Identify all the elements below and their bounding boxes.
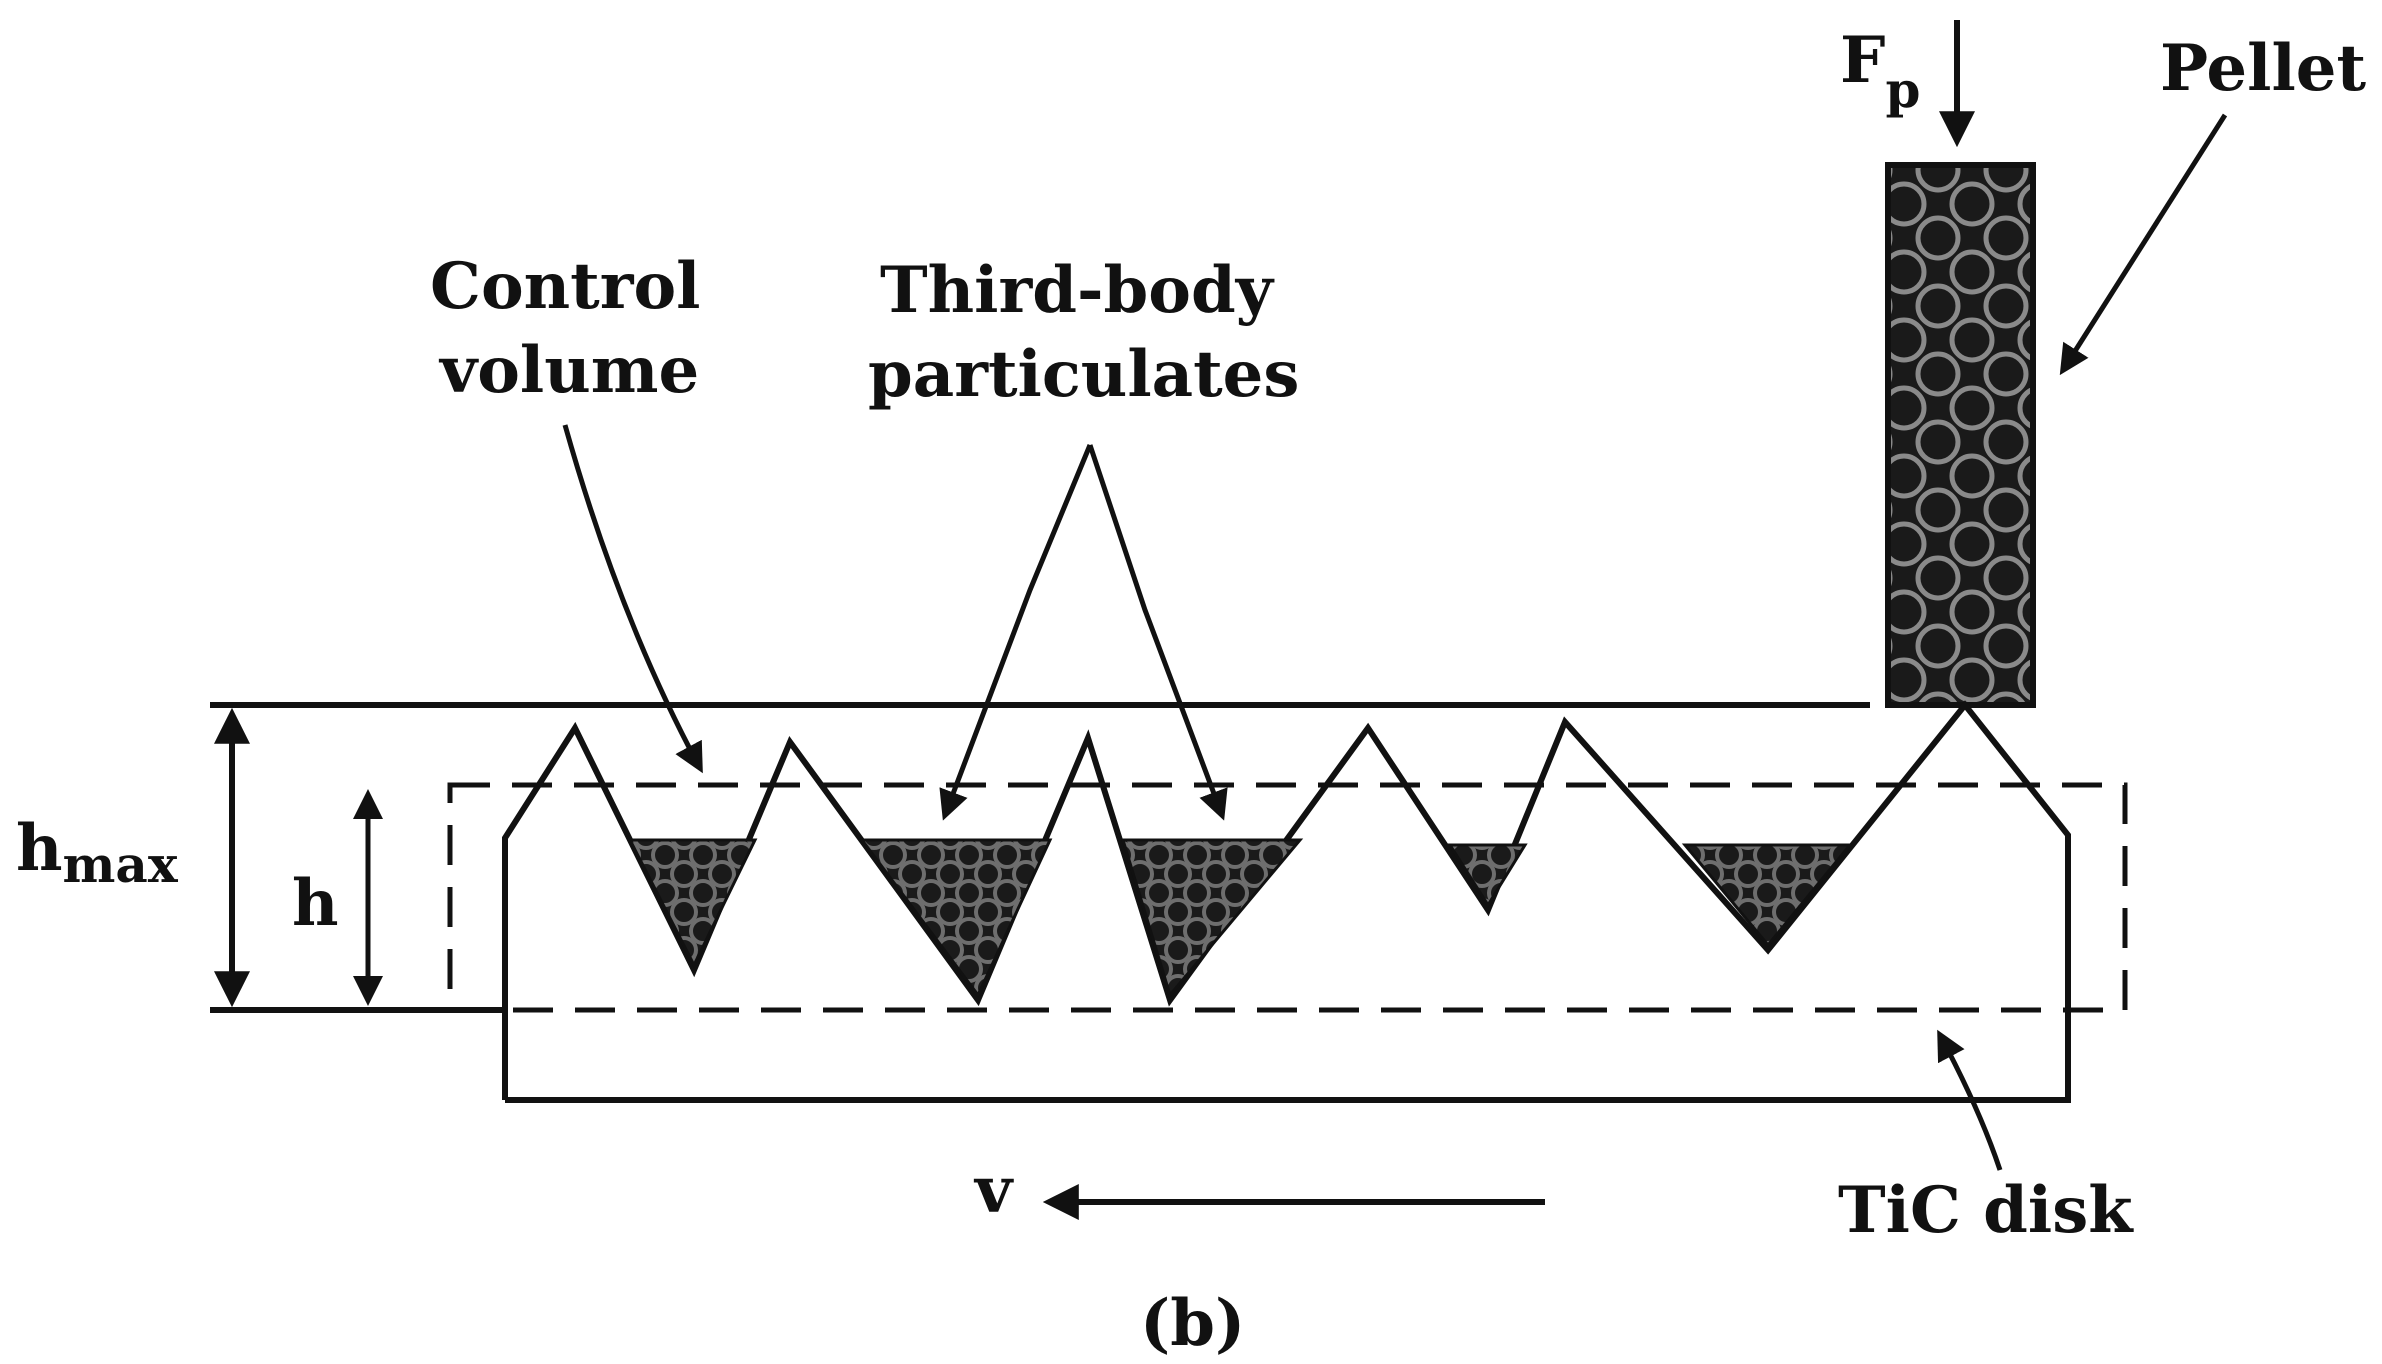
control-volume-label-line1: Control: [430, 249, 700, 324]
pellet-leader: [2059, 113, 2228, 376]
third-body-leader-right: [1087, 444, 1228, 821]
control-volume-box: [447, 782, 2128, 1013]
particulate-3: [1120, 838, 1304, 999]
particulate-5: [1681, 843, 1854, 948]
third-body-leader-left: [939, 444, 1093, 821]
particulate-4: [1447, 843, 1528, 908]
disk-label: TiC disk: [1838, 1173, 2134, 1248]
force-label: Fp: [1840, 23, 1920, 119]
hmax-label: hmax: [16, 811, 179, 894]
control-volume-leader: [562, 424, 703, 774]
h-label: h: [292, 866, 339, 941]
third-body-label-line2: particulates: [868, 337, 1299, 412]
pellet-label: Pellet: [2160, 31, 2366, 106]
particulate-1: [627, 838, 758, 969]
disk-leader: [1937, 1029, 2003, 1171]
third-body-label-line1: Third-body: [880, 253, 1275, 328]
control-volume-label-line2: volume: [438, 333, 699, 408]
pellet-block: [1885, 162, 2036, 708]
tic-disk-profile: [502, 700, 2071, 1103]
particulate-2: [859, 838, 1053, 998]
panel-label: (b): [1140, 1286, 1245, 1361]
velocity-label: v: [973, 1153, 1014, 1228]
